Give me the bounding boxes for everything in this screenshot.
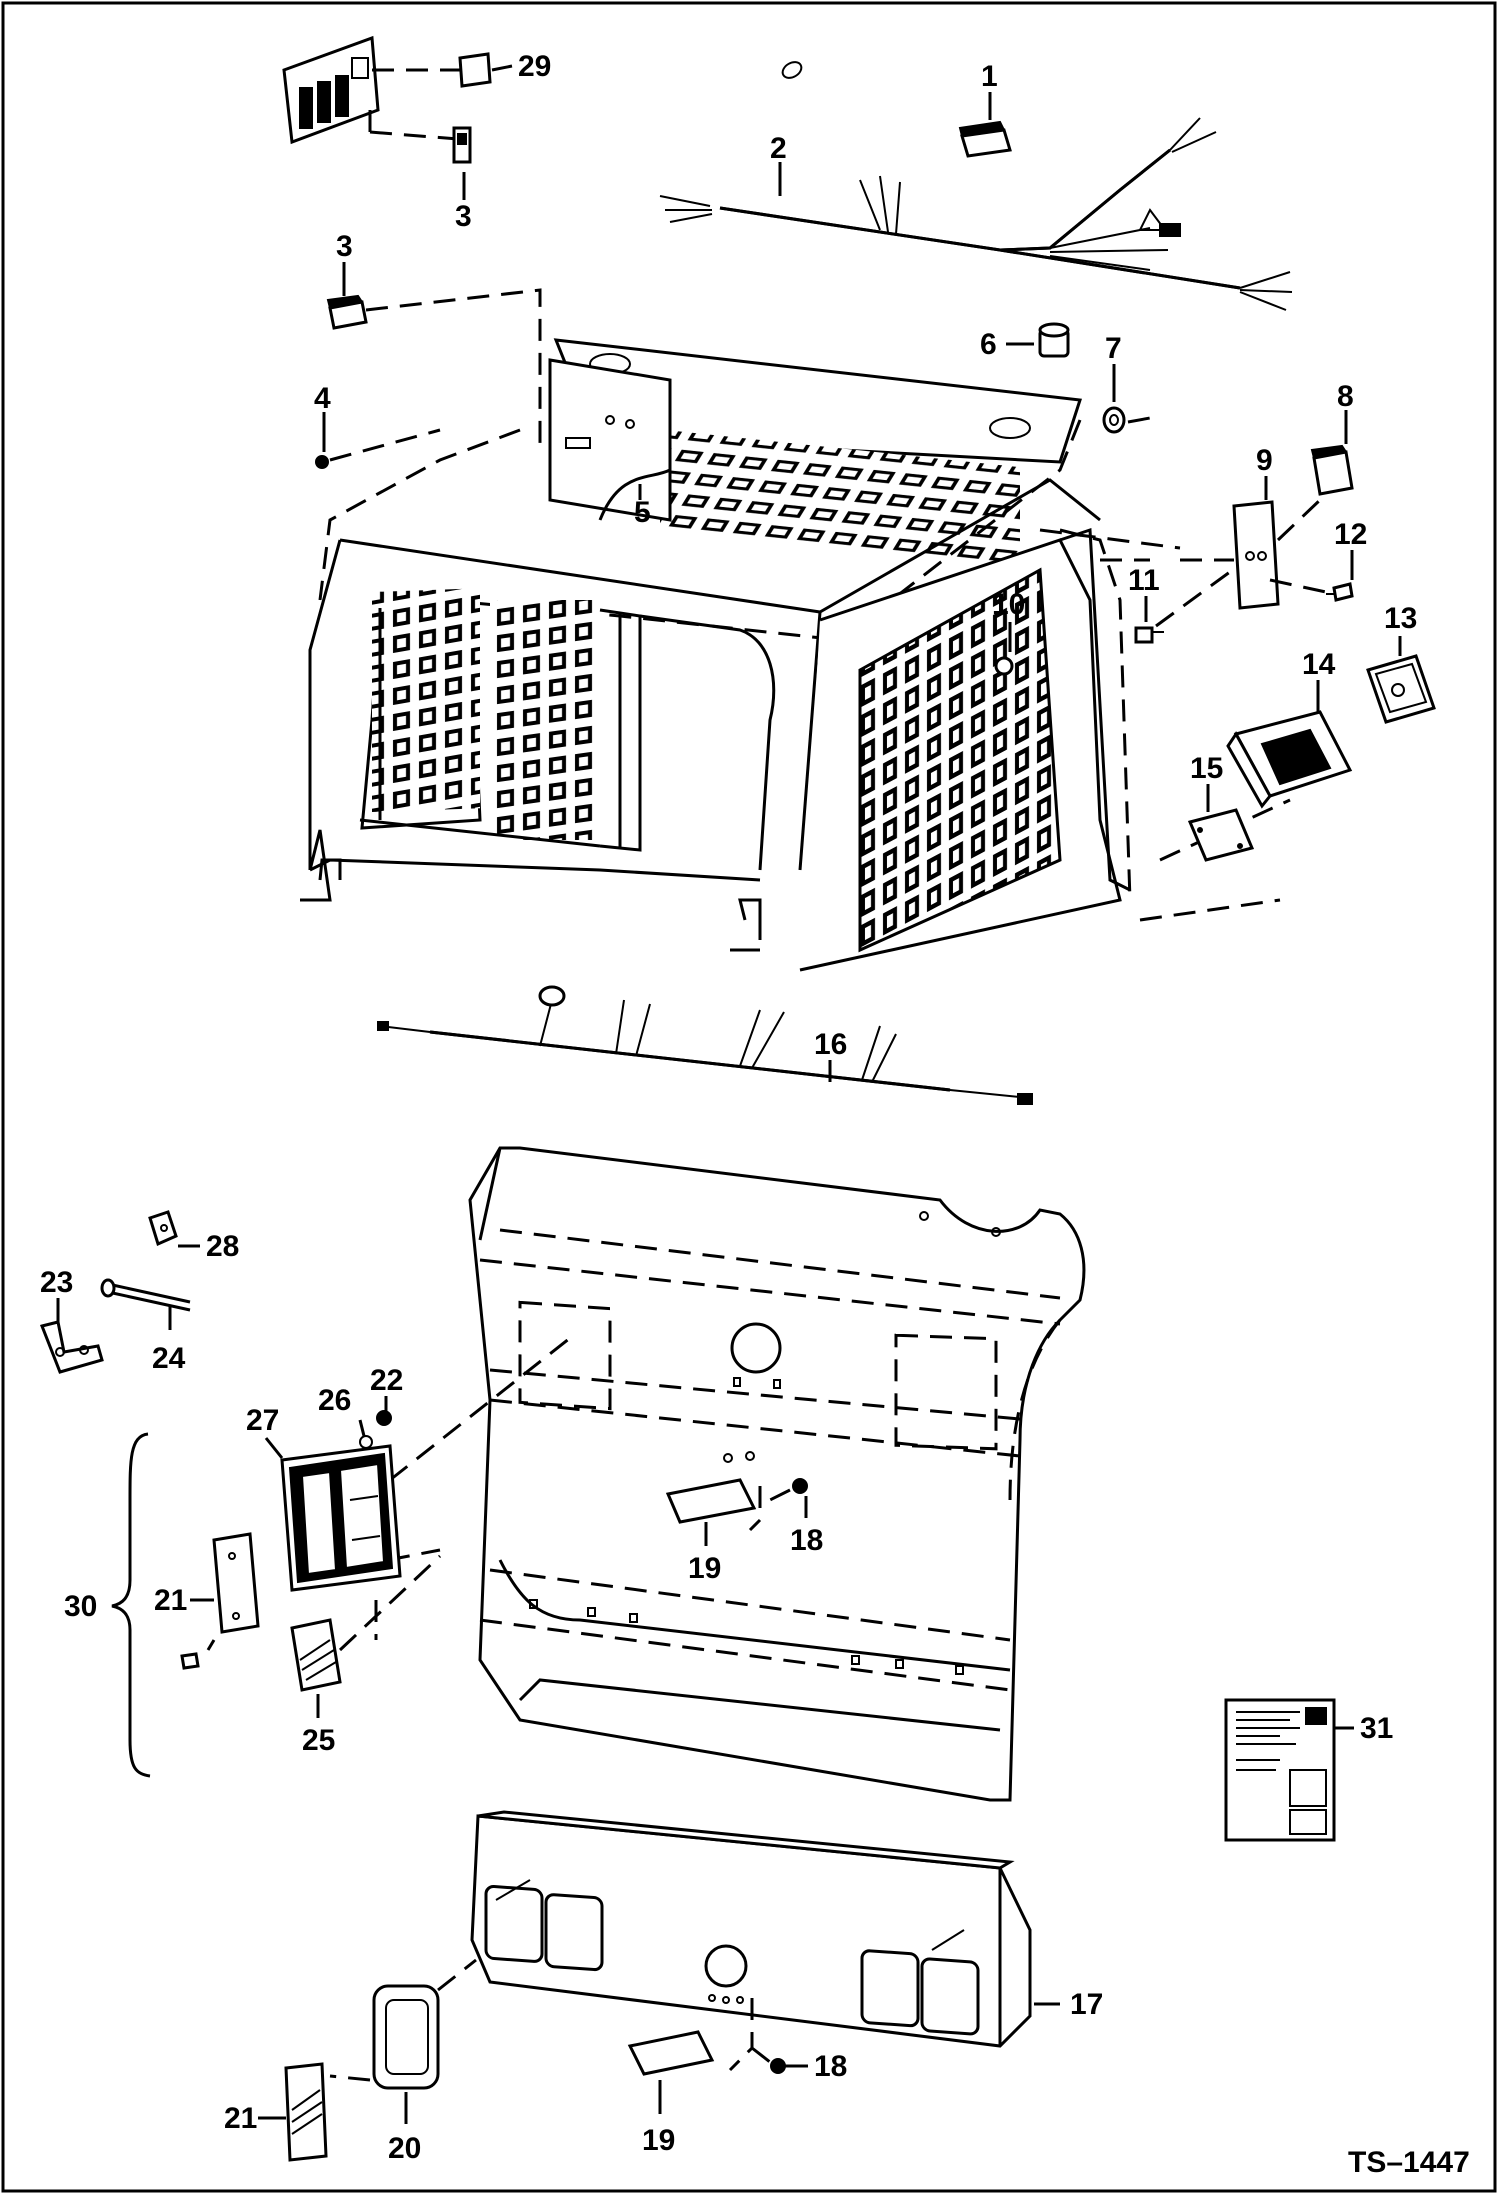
part-20-bezel: [329, 1958, 477, 2090]
group-bracket: [111, 1432, 151, 1778]
part-27-bezel: [280, 1444, 402, 1592]
callout-18-bottom: 18: [814, 2050, 847, 2083]
callout-3-lower: 3: [336, 230, 353, 263]
part-6-light: [1038, 322, 1070, 358]
callout-23: 23: [40, 1266, 73, 1299]
callout-19-main: 19: [688, 1552, 721, 1585]
part-12-bolt: [1269, 578, 1354, 602]
callout-20: 20: [388, 2132, 421, 2165]
part-3-switch: [326, 288, 542, 450]
callout-1: 1: [981, 60, 998, 93]
callout-3-upper: 3: [455, 200, 472, 233]
callout-22: 22: [370, 1364, 403, 1397]
figure-code: TS–1447: [1348, 2146, 1470, 2179]
callout-21-group: 21: [154, 1584, 187, 1617]
callout-8: 8: [1337, 380, 1354, 413]
part-11-bolt: [1134, 564, 1239, 644]
part-25-lens: [290, 1618, 342, 1692]
part-19-decal: [627, 2030, 715, 2076]
leader-lines: [56, 64, 1402, 2124]
callout-11: 11: [1128, 564, 1160, 597]
callout-24: 24: [152, 1342, 186, 1375]
callout-21-bottom: 21: [224, 2102, 257, 2135]
callout-5: 5: [634, 496, 651, 529]
part-9-mounting-plate: [1180, 498, 1322, 610]
callout-12: 12: [1334, 518, 1367, 551]
part-13-lens: [1366, 654, 1436, 724]
small-cap-part: [781, 61, 803, 79]
part-24-pin: [100, 1278, 191, 1312]
callout-10: 10: [992, 588, 1025, 621]
part-23-bracket: [39, 1320, 104, 1374]
part-26-washer: [359, 1435, 373, 1449]
callout-15: 15: [1190, 752, 1223, 785]
callout-4: 4: [314, 382, 331, 415]
callout-18-main: 18: [790, 1524, 823, 1557]
part-3-upper-switch: [452, 126, 472, 164]
part-21-lens: [284, 2062, 328, 2162]
callout-2: 2: [770, 132, 787, 165]
callout-17: 17: [1070, 1988, 1103, 2021]
part-22-screw: [376, 1410, 392, 1426]
callout-29: 29: [518, 50, 551, 83]
callout-16: 16: [814, 1028, 847, 1061]
switch-panel-part: [282, 35, 471, 145]
callout-31: 31: [1360, 1712, 1393, 1745]
callout-labels: 29 1 2 3 3 6 7 4 8 5 9 12 11 10 13 14 15…: [40, 50, 1470, 2179]
callout-19-bottom: 19: [642, 2124, 675, 2157]
callout-6: 6: [980, 328, 997, 361]
callout-25: 25: [302, 1724, 335, 1757]
operator-cab: [300, 338, 1150, 972]
part-17-bottom-panel: [470, 1810, 1032, 2074]
rear-panel: [468, 1146, 1086, 1802]
callout-28: 28: [206, 1230, 239, 1263]
part-7-nut: [1102, 406, 1151, 434]
part-4-nut: [315, 455, 329, 469]
part-31-decal-sheet: [1224, 1698, 1336, 1842]
part-15-gasket: [1187, 808, 1255, 862]
callout-7: 7: [1105, 332, 1122, 365]
part-2-wiring-harness: [659, 117, 1293, 311]
callout-9: 9: [1256, 444, 1273, 477]
callout-13: 13: [1384, 602, 1417, 635]
callout-14: 14: [1302, 648, 1336, 681]
part-1-relay: [958, 120, 1012, 158]
part-28-clip: [148, 1210, 178, 1247]
part-29-switch: [458, 52, 492, 88]
callout-26: 26: [318, 1384, 351, 1417]
part-16-wiring-harness: [377, 985, 1033, 1105]
callout-27: 27: [246, 1404, 279, 1437]
part-21-switch: [180, 1532, 260, 1670]
callout-30: 30: [64, 1590, 97, 1623]
part-14-light-housing: [1226, 710, 1353, 809]
part-8-light: [1310, 444, 1354, 496]
